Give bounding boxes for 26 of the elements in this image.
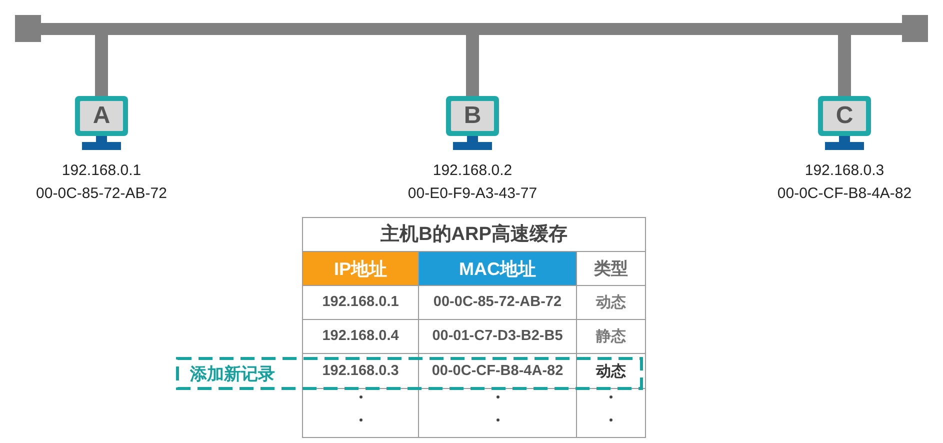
header-cell: 类型	[576, 252, 646, 286]
table-cell: 00-0C-CF-B8-4A-82	[418, 354, 576, 388]
cable	[838, 35, 851, 96]
network-bus	[15, 15, 928, 42]
mac-address: 00-0C-85-72-AB-72	[36, 186, 167, 200]
ip-address: 192.168.0.2	[432, 162, 512, 178]
cable	[466, 35, 479, 96]
highlight-label: 添加新记录	[190, 365, 275, 382]
table-cell: 静态	[576, 320, 646, 354]
host-letter: C	[836, 104, 854, 128]
ip-address: 192.168.0.1	[62, 162, 142, 178]
mac-address: 00-E0-F9-A3-43-77	[408, 186, 538, 200]
cable	[95, 35, 108, 96]
table-cell: 00-01-C7-D3-B2-B5	[418, 320, 576, 354]
host-letter: B	[464, 104, 482, 128]
table-cell: 192.168.0.4	[302, 320, 418, 354]
table-cell: 192.168.0.1	[302, 286, 418, 320]
table-cell: 动态	[576, 286, 646, 320]
ip-address: 192.168.0.3	[804, 162, 884, 178]
header-cell: IP地址	[302, 252, 418, 286]
table-cell: 00-0C-85-72-AB-72	[418, 286, 576, 320]
table-title: 主机B的ARP高速缓存	[302, 218, 646, 252]
host-letter: A	[92, 104, 110, 128]
mac-address: 00-0C-CF-B8-4A-82	[777, 186, 912, 200]
table-cell: 192.168.0.3	[302, 354, 418, 388]
header-cell: MAC地址	[418, 252, 576, 286]
